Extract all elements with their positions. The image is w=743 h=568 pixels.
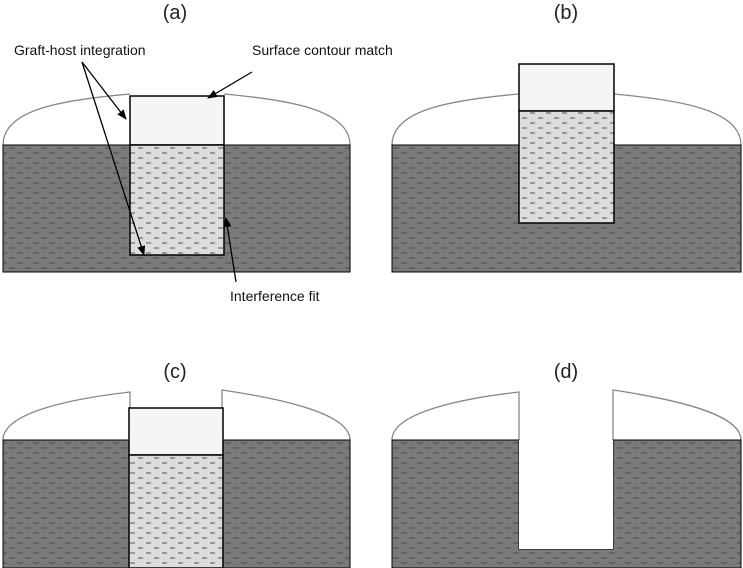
graft-bone-plug [129,144,225,256]
arrow-contour-match [207,71,253,99]
graft-bone-plug [518,110,615,224]
arrow-integration-bottom [81,61,146,256]
graft-host-integration-label: Graft-host integration [14,42,146,58]
arrow-integration-top [81,61,127,120]
interference-fit-label: Interference fit [230,288,320,304]
cartilage-surface-curve-left [391,391,520,441]
cartilage-surface-curve [391,93,742,146]
graft-cartilage-cap [128,407,224,456]
panel-d [391,389,742,568]
panel-c [2,389,351,568]
panel-label-a: (a) [163,2,187,24]
graft-cartilage-cap [129,95,225,146]
arrow-interference-fit [223,217,237,283]
panel-label-d: (d) [554,361,578,383]
cartilage-surface-curve [2,93,351,146]
empty-socket [519,440,613,549]
panel-label-c: (c) [163,361,186,383]
graft-cartilage-cap [518,63,615,112]
panel-label-b: (b) [554,2,578,24]
cartilage-surface-curve-right [221,389,351,441]
graft-bone-plug [128,454,224,568]
panel-a: Graft-host integration Surface contour m… [2,42,393,304]
cartilage-surface-curve-left [2,391,131,441]
cartilage-surface-curve-right [612,389,742,441]
panel-b [391,63,742,273]
surface-contour-match-label: Surface contour match [252,42,393,58]
